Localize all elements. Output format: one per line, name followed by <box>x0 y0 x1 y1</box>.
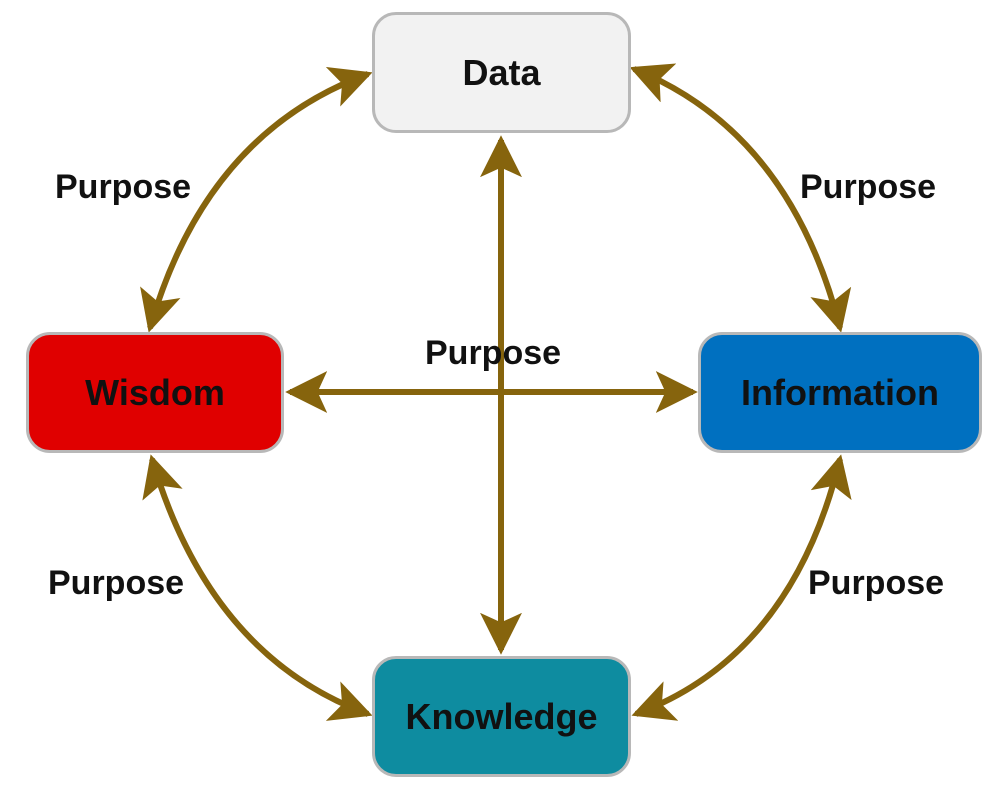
node-knowledge: Knowledge <box>372 656 631 777</box>
edge-label-data-information: Purpose <box>800 168 937 206</box>
node-wisdom-label: Wisdom <box>85 371 225 413</box>
node-knowledge-label: Knowledge <box>405 695 598 737</box>
node-data-label: Data <box>462 51 541 93</box>
node-data: Data <box>372 12 631 133</box>
edge-label-wisdom-data: Purpose <box>55 168 192 206</box>
edge-label-wisdom-information: Purpose <box>425 334 562 372</box>
arrow-wisdom-data <box>140 67 373 333</box>
arrow-information-knowledge <box>631 454 852 721</box>
arrow-data-information <box>629 63 852 333</box>
edge-label-knowledge-wisdom: Purpose <box>48 564 185 602</box>
node-information-label: Information <box>741 371 939 413</box>
arrow-knowledge-wisdom <box>142 454 373 721</box>
node-wisdom: Wisdom <box>26 332 284 453</box>
edge-label-information-knowledge: Purpose <box>808 564 945 602</box>
node-information: Information <box>698 332 982 453</box>
